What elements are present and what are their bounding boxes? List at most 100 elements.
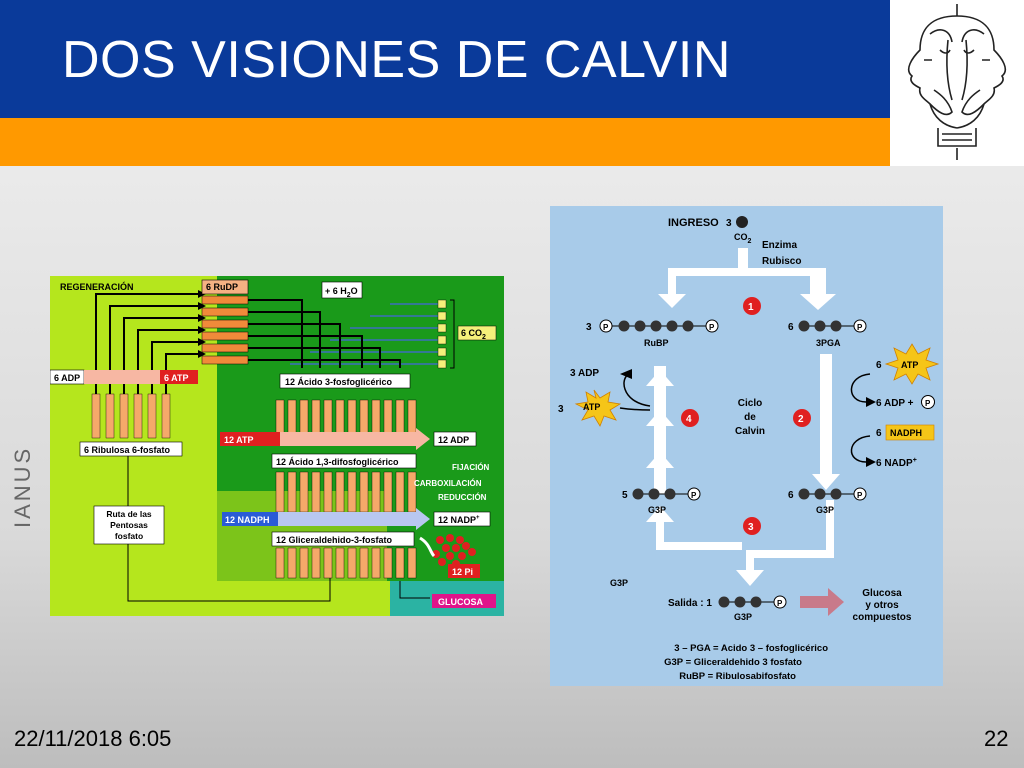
adp6-phosphate bbox=[921, 395, 935, 409]
step-4: 4 bbox=[686, 414, 692, 425]
pi12-label: 12 Pi bbox=[452, 567, 473, 577]
pi12-box bbox=[448, 564, 480, 578]
step-1: 1 bbox=[748, 302, 754, 313]
cycle-arrows bbox=[646, 248, 840, 586]
adp12-label: 12 ADP bbox=[438, 435, 469, 445]
rubp-count: 3 bbox=[586, 322, 592, 333]
nadph-arrowhead bbox=[866, 457, 876, 467]
g3p-out-chain bbox=[718, 595, 787, 609]
adp3-label: 3 ADP bbox=[570, 368, 599, 379]
adp6-label: 6 ADP + bbox=[876, 398, 914, 409]
glucosa-label-2: y otros bbox=[865, 600, 899, 611]
rubp-chain bbox=[599, 319, 719, 333]
nadph12-box bbox=[222, 512, 278, 526]
g3p-right-p: P bbox=[857, 491, 863, 500]
enzima-label: Enzima bbox=[762, 240, 797, 251]
pga-label: 3PGA bbox=[816, 338, 841, 348]
nadph12-arrow bbox=[278, 508, 430, 530]
glucosa-box bbox=[432, 594, 496, 608]
ruta-label-3: fosfato bbox=[115, 531, 143, 541]
ingreso-label: INGRESO bbox=[668, 217, 719, 229]
right-calvin-diagram: INGRESO 3 CO2 Enzima Rubisco 1 2 3 4 3 P… bbox=[550, 206, 943, 686]
glucosa-label-3: compuestos bbox=[853, 612, 912, 623]
rubp-p-left: P bbox=[603, 323, 609, 332]
adp3-arrowhead bbox=[620, 369, 632, 379]
rudp-label: 6 RuDP bbox=[206, 282, 238, 292]
glucose-arrow bbox=[800, 588, 844, 616]
step-2: 2 bbox=[798, 414, 804, 425]
rudp-box bbox=[201, 279, 249, 295]
acido3-label: 12 Ácido 3-fosfoglicérico bbox=[285, 377, 393, 387]
legend-line-1: 3 – PGA = Acido 3 – fosfoglicérico bbox=[674, 643, 828, 654]
nadph-count: 6 bbox=[876, 428, 882, 439]
acido3-box bbox=[279, 373, 411, 389]
nadp12-label: 12 NADP+ bbox=[438, 515, 480, 525]
atp-burst-icon bbox=[574, 389, 622, 427]
nadph12-label: 12 NADPH bbox=[225, 515, 270, 525]
nadph-box bbox=[885, 424, 935, 441]
co2-label: 6 CO2 bbox=[461, 328, 486, 341]
ciclo-label-2: de bbox=[744, 412, 756, 423]
ciclo-label-1: Ciclo bbox=[738, 398, 762, 409]
adp12-box bbox=[433, 431, 477, 447]
legend-line-3: RuBP = Ribulosabifosfato bbox=[679, 671, 796, 682]
accent-bar bbox=[0, 118, 890, 166]
atp6-count: 6 bbox=[876, 360, 882, 371]
co2-label: CO2 bbox=[734, 232, 752, 245]
co2-molecule-icon bbox=[736, 216, 748, 228]
legend-line-2: G3P = Gliceraldehido 3 fosfato bbox=[664, 657, 802, 668]
salida-label: Salida : 1 bbox=[668, 598, 712, 609]
acido13-box bbox=[271, 453, 417, 469]
page-number: 22 bbox=[984, 726, 1009, 751]
g3p-left-chain bbox=[632, 487, 701, 501]
ribulose-molecules bbox=[91, 393, 171, 439]
pga-p: P bbox=[857, 323, 863, 332]
nadph-label: NADPH bbox=[890, 428, 922, 438]
pga-chain bbox=[798, 319, 867, 333]
ciclo-label-3: Calvin bbox=[735, 426, 765, 437]
rubp-label: RuBP bbox=[644, 338, 669, 348]
rubp-p-right: P bbox=[709, 323, 715, 332]
adp6-p: P bbox=[925, 399, 931, 408]
glucosa-label-1: Glucosa bbox=[862, 588, 902, 599]
atp6-arrowhead bbox=[866, 397, 876, 407]
left-calvin-diagram: REGENERACIÓN 6 RuDP + 6 H2O 6 CO2 6 ADP bbox=[50, 276, 504, 616]
nadp12-box bbox=[433, 511, 491, 527]
g3p-right-label: G3P bbox=[816, 505, 834, 515]
atp6-arrow bbox=[850, 373, 871, 403]
atp6-burst-icon bbox=[884, 343, 940, 385]
g3p-label: G3P bbox=[610, 578, 628, 588]
side-logo: IANUS bbox=[10, 446, 35, 528]
reduccion-label: REDUCCIÓN bbox=[438, 493, 487, 502]
step-3: 3 bbox=[748, 522, 754, 533]
atp6-label: 6 ATP bbox=[164, 373, 189, 383]
g3p-out-label: G3P bbox=[734, 612, 752, 622]
g3p-left-label: G3P bbox=[648, 505, 666, 515]
title-bar bbox=[0, 0, 890, 118]
fijacion-label: FIJACIÓN bbox=[452, 463, 490, 472]
rubisco-label: Rubisco bbox=[762, 256, 801, 267]
ruta-loop-line bbox=[127, 544, 331, 602]
ruta-box bbox=[93, 505, 165, 545]
regeneracion-label: REGENERACIÓN bbox=[60, 281, 134, 292]
atp-consume-arrow bbox=[619, 407, 651, 411]
ruta-label-1: Ruta de las bbox=[106, 509, 152, 519]
ruta-label-2: Pentosas bbox=[110, 520, 148, 530]
water-box bbox=[321, 281, 363, 299]
right-diagram-bg bbox=[550, 206, 943, 686]
atp-count: 3 bbox=[558, 404, 564, 415]
gliceraldehido-box bbox=[271, 531, 415, 547]
atp12-label: 12 ATP bbox=[224, 435, 254, 445]
nadp6-label: 6 NADP+ bbox=[876, 457, 917, 469]
acido13-label: 12 Ácido 1,3-difosfoglicérico bbox=[276, 457, 399, 467]
gliceraldehido-label: 12 Gliceraldehido-3-fosfato bbox=[276, 535, 393, 545]
g3p-right-chain bbox=[798, 487, 867, 501]
co2-bracket bbox=[450, 299, 455, 369]
atp-label: ATP bbox=[583, 402, 600, 412]
ribulosa-box bbox=[79, 441, 183, 457]
fixation-arrows bbox=[248, 299, 401, 368]
co2-input-arrows bbox=[290, 303, 438, 365]
co2-count: 3 bbox=[726, 218, 732, 229]
janus-head-icon bbox=[907, 4, 1007, 160]
atp6-label: ATP bbox=[901, 360, 918, 370]
